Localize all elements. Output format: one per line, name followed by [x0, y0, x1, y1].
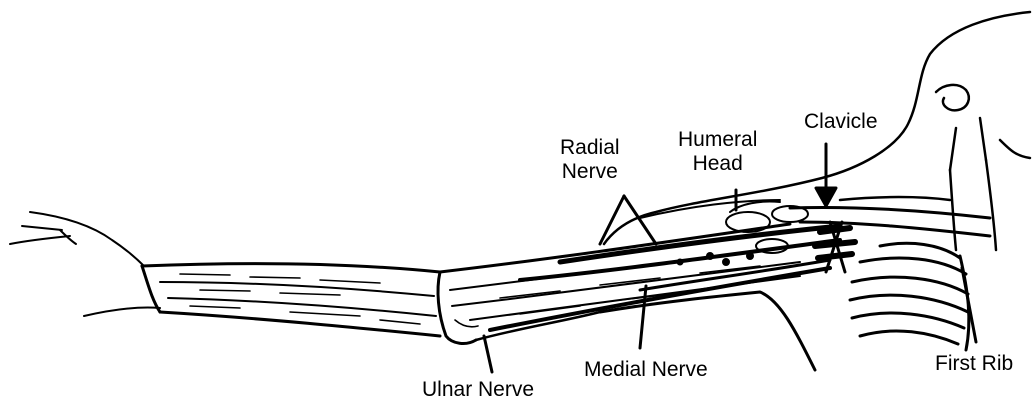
radial-nerve-arrow-right [624, 196, 656, 244]
radial-nerve-label-line1: Radial [560, 136, 620, 160]
medial-nerve-pointer [640, 286, 646, 348]
radial-nerve-label-line2: Nerve [560, 160, 620, 184]
brachial-plexus [815, 222, 855, 272]
clavicle-label: Clavicle [804, 110, 878, 134]
forearm [142, 264, 476, 344]
ulnar-nerve-label: Ulnar Nerve [422, 378, 534, 402]
humeral-head-label-line1: Humeral [678, 128, 757, 152]
humeral-head-label-line2: Head [678, 152, 757, 176]
ulnar-nerve-pointer [484, 336, 492, 372]
clavicle-arrowhead [816, 188, 836, 206]
upper-arm [440, 200, 815, 370]
rib-cage [850, 243, 969, 350]
first-rib-label: First Rib [935, 352, 1013, 376]
radial-nerve-arrow-left [600, 196, 624, 244]
humeral-head-label: Humeral Head [678, 128, 757, 176]
hand-outline [10, 212, 160, 316]
radial-nerve-label: Radial Nerve [560, 136, 620, 184]
medial-nerve-label: Medial Nerve [584, 358, 708, 382]
